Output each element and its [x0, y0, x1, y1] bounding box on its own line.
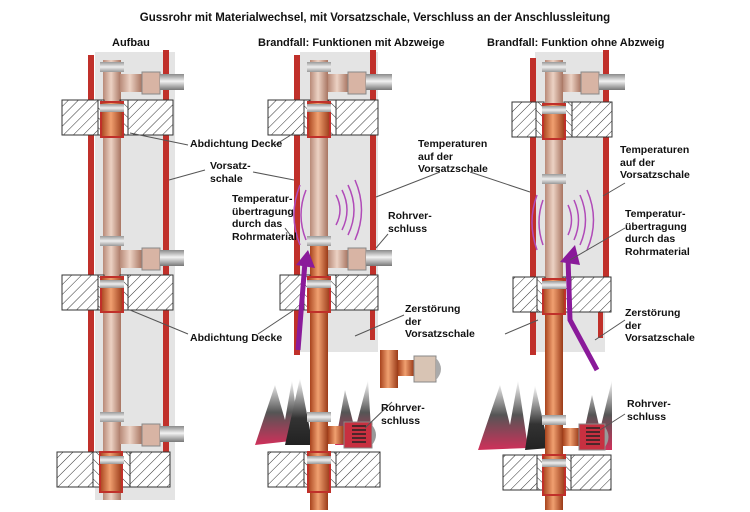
pipe-coupling	[542, 106, 566, 114]
detached-branch-fitting	[380, 350, 441, 388]
panel-title-mit-abzweige: Brandfall: Funktionen mit Abzweige	[258, 37, 445, 49]
panel-title-ohne-abzweig: Brandfall: Funktion ohne Abzweig	[487, 37, 665, 49]
ceiling-slab-2	[61, 274, 174, 313]
label-zerstoerung-mid: Zerstörung der Vorsatzschale	[405, 303, 475, 340]
pipe-coupling	[100, 236, 124, 246]
branch-fitting-1	[120, 71, 184, 95]
ceiling-slab-1	[267, 99, 379, 138]
shell-wall-left	[294, 55, 300, 355]
diagram-title: Gussrohr mit Materialwechsel, mit Vorsat…	[139, 12, 611, 24]
heat-arrow	[560, 245, 600, 372]
shell-wall-left	[530, 58, 536, 283]
pipe-coupling	[100, 280, 124, 288]
label-rohrverschluss-mid-top: Rohrver- schluss	[388, 210, 432, 235]
branch-fitting-1	[563, 71, 625, 95]
panel-aufbau	[56, 50, 184, 500]
ceiling-slab-3	[267, 451, 381, 493]
panel-title-aufbau: Aufbau	[112, 37, 150, 49]
pipe-coupling	[542, 415, 566, 425]
pipe-coupling	[100, 456, 124, 464]
label-rohrverschluss-right: Rohrver- schluss	[627, 398, 671, 423]
pipe-coupling	[307, 456, 331, 464]
label-temperaturuebertragung-right: Temperatur- übertragung durch das Rohrma…	[625, 208, 690, 258]
label-abdichtung-decke-bottom: Abdichtung Decke	[190, 332, 283, 344]
pipe-coupling	[307, 62, 331, 72]
cast-iron-pipe	[545, 60, 563, 280]
pipe-coupling	[542, 281, 566, 289]
label-rohrverschluss-mid-bottom: Rohrver- schluss	[381, 402, 425, 427]
pipe-closure-activated	[563, 423, 609, 451]
pipe-coupling	[307, 104, 331, 112]
shell-wall-left	[88, 55, 94, 475]
branch-fitting-2	[120, 247, 184, 271]
pipe-coupling	[100, 412, 124, 422]
branch-fitting-2	[328, 247, 392, 271]
label-temperaturen-mid: Temperaturen auf der Vorsatzschale	[418, 138, 488, 175]
panel-mit-abzweige	[255, 50, 441, 510]
label-abdichtung-decke-top: Abdichtung Decke	[190, 138, 283, 150]
shell-wall-right-broken	[598, 310, 603, 338]
leader-lines	[129, 132, 626, 431]
heat-arrow	[295, 250, 315, 351]
pipe-coupling	[307, 412, 331, 422]
pipe-coupling	[307, 280, 331, 288]
pipe-coupling	[542, 62, 566, 72]
label-temperaturen-right: Temperaturen auf der Vorsatzschale	[620, 144, 690, 181]
branch-fitting-3	[120, 423, 184, 447]
label-zerstoerung-right: Zerstörung der Vorsatzschale	[625, 307, 695, 344]
shell-wall-right	[603, 50, 609, 283]
panel-ohne-abzweig	[478, 50, 625, 510]
label-temperaturuebertragung-mid: Temperatur- übertragung durch das Rohrma…	[232, 193, 297, 243]
shell-wall-right	[370, 50, 376, 280]
shell-wall-left-lower	[530, 310, 536, 355]
label-vorsatzschale: Vorsatz- schale	[210, 160, 251, 185]
pipe-coupling	[307, 236, 331, 246]
ceiling-slab-1	[511, 101, 613, 140]
pipe-coupling	[100, 104, 124, 112]
branch-fitting-1	[328, 71, 392, 95]
pipe-coupling	[542, 174, 566, 184]
heat-waves	[531, 189, 595, 251]
shell-wall-right-broken	[370, 310, 375, 340]
cast-iron-pipe	[310, 60, 328, 245]
pipe-coupling	[100, 62, 124, 72]
ceiling-slab-3	[56, 451, 171, 493]
heat-waves	[293, 179, 363, 246]
pipe-coupling	[542, 459, 566, 467]
